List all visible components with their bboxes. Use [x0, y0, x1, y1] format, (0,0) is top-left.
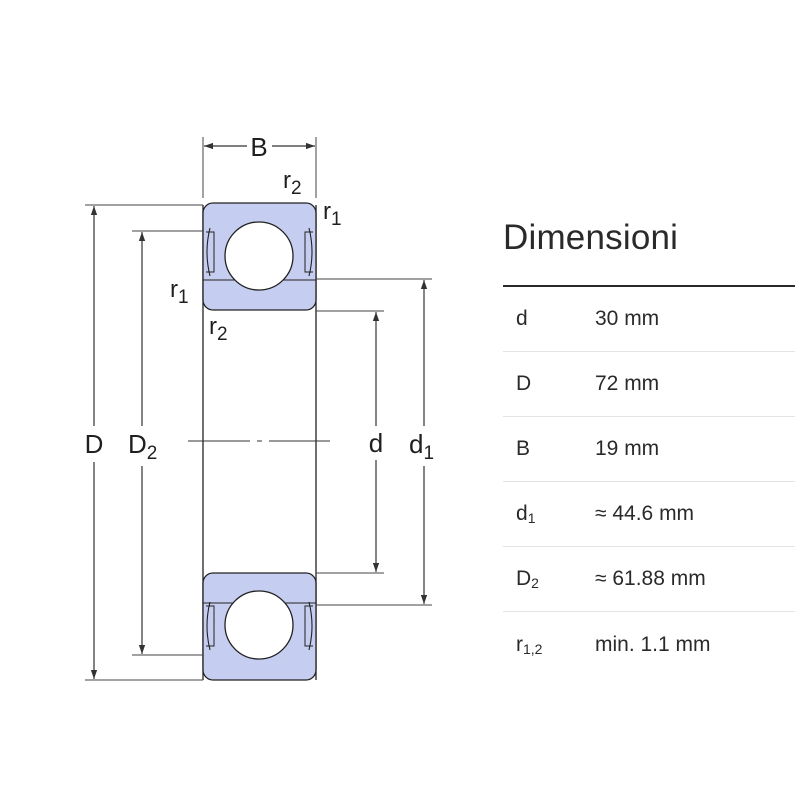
label-r2-top: r2 — [283, 167, 302, 199]
dimension-value: min. 1.1 mm — [595, 632, 711, 656]
table-row: B 19 mm — [503, 417, 795, 482]
dimension-value: ≈ 61.88 mm — [595, 567, 706, 590]
label-r1-top: r1 — [323, 198, 342, 230]
label-d1: d1 — [409, 429, 434, 464]
extension-lines — [85, 137, 432, 681]
label-r2-left: r2 — [209, 313, 228, 345]
top-ring-section — [202, 202, 317, 311]
panel-title: Dimensioni — [503, 214, 795, 287]
dimension-symbol: B — [516, 437, 531, 460]
dimension-symbol: r1,2 — [516, 632, 543, 657]
dimension-symbol: d1 — [516, 502, 536, 526]
label-B: B — [250, 132, 267, 162]
dimension-value: 72 mm — [595, 372, 660, 395]
label-r1-left: r1 — [170, 276, 189, 308]
dimension-value: 30 mm — [595, 307, 660, 330]
dimension-symbol: D2 — [516, 567, 539, 591]
label-D: D — [85, 429, 104, 459]
bottom-ball — [224, 590, 294, 660]
dimension-value: ≈ 44.6 mm — [595, 502, 695, 525]
dimension-lines — [90, 142, 428, 679]
dimension-value: 19 mm — [595, 437, 660, 460]
bearing-cross-section-drawing: B D D2 d d1 r2 r1 r1 r2 — [85, 132, 434, 681]
label-D2: D2 — [128, 429, 157, 464]
top-ball — [224, 221, 294, 291]
dimension-symbol: D — [516, 372, 532, 395]
dimension-symbol: d — [516, 307, 528, 330]
dimensions-panel: Dimensioni d 30 mm D 72 mm B 19 mm d1 ≈ … — [503, 214, 795, 677]
table-row: D 72 mm — [503, 352, 795, 417]
table-row: d 30 mm — [503, 287, 795, 352]
dimensions-table: d 30 mm D 72 mm B 19 mm d1 ≈ 44.6 mm D2 … — [503, 287, 795, 677]
table-row: d1 ≈ 44.6 mm — [503, 482, 795, 547]
table-row: D2 ≈ 61.88 mm — [503, 547, 795, 612]
label-d: d — [369, 428, 383, 458]
table-row: r1,2 min. 1.1 mm — [503, 612, 795, 677]
bottom-ring-section — [202, 572, 317, 681]
